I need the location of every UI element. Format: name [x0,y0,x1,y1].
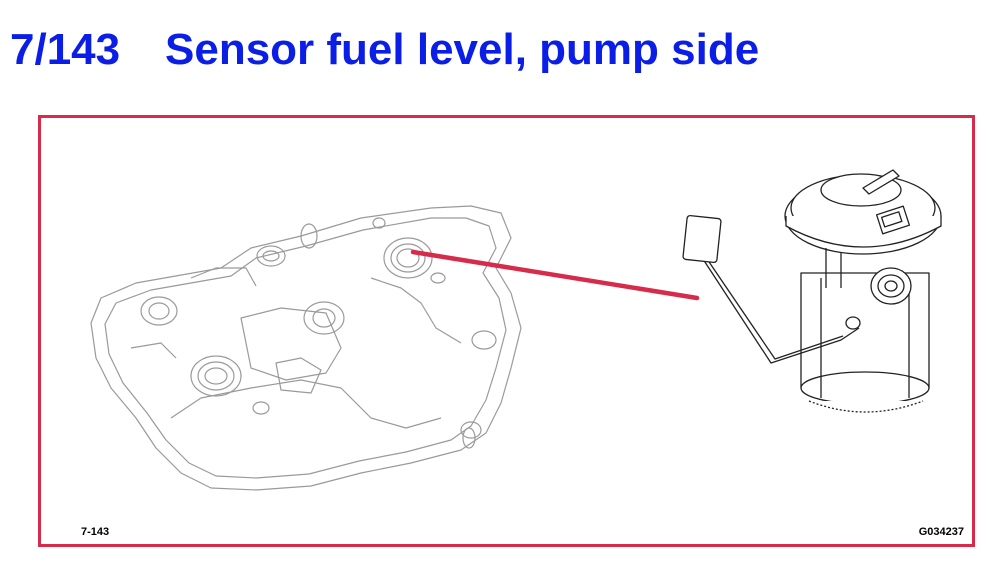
figure-label-left: 7-143 [81,526,110,538]
section-title: Sensor fuel level, pump side [165,25,760,74]
figure-illustration [90,169,942,491]
pointer-line [410,249,700,301]
fuel-tank-drawing [90,205,522,491]
section-number: 7/143 [10,25,121,74]
figure-label-right: G034237 [918,526,964,538]
page-title: 7/143 Sensor fuel level, pump side [10,24,759,76]
fuel-pump-drawing [682,169,942,413]
figure-frame: 7-143 G034237 [38,115,975,547]
